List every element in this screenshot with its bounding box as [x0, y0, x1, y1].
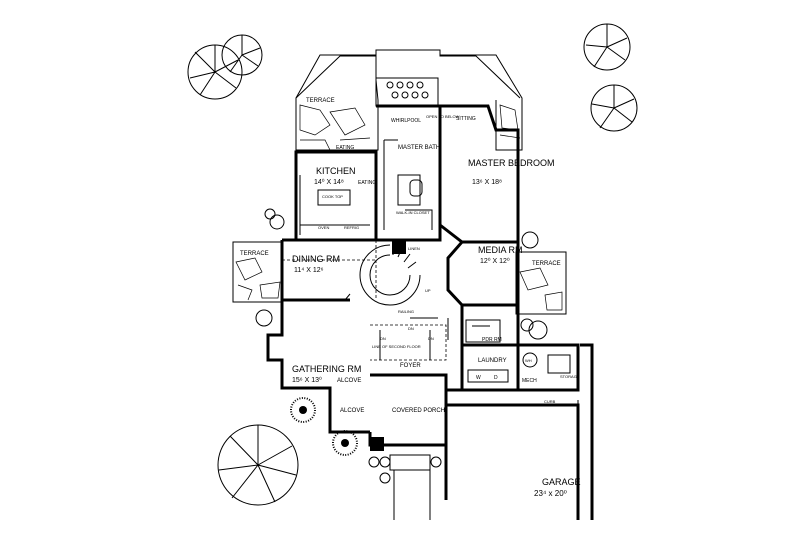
label-eating-side: EATING: [358, 180, 376, 186]
label-pdr: PDR RM: [482, 337, 502, 343]
shrubs-right: [520, 231, 548, 340]
label-dn-1: DN: [408, 326, 414, 331]
label-terrace-right: TERRACE: [532, 261, 561, 267]
label-gathering: GATHERING RM: [292, 364, 361, 374]
label-eating: EATING: [336, 145, 354, 151]
label-kitchen-size: 14⁰ X 14⁸: [314, 178, 344, 186]
label-alcove: ALCOVE: [340, 408, 364, 414]
room-labels: TERRACE WHIRLPOOL OPEN TO BELOW SITTING …: [240, 98, 581, 498]
label-wh: WH: [525, 358, 532, 363]
label-alcove-side: ALCOVE: [337, 378, 361, 384]
shrubs-left: [255, 208, 285, 327]
label-dining-size: 11⁴ X 12⁶: [294, 267, 324, 274]
interior-details: [282, 110, 579, 520]
label-dn-3: DN: [428, 336, 434, 341]
top-terrace-outline: [295, 49, 521, 99]
label-cook-top: COOK TOP: [322, 194, 343, 199]
label-oven: OVEN: [318, 225, 329, 230]
tree-bottom-left: [217, 424, 299, 506]
label-dining: DINING RM: [292, 254, 340, 264]
terrace-right-stone: [515, 251, 567, 315]
label-dryer: D: [494, 375, 498, 381]
label-sitting: SITTING: [456, 116, 476, 122]
label-kitchen: KITCHEN: [316, 166, 356, 176]
label-refrig: REFRIG: [344, 225, 359, 230]
label-walk-in-closet: WALK-IN CLOSET: [396, 210, 430, 215]
label-railing: RAILING: [398, 309, 414, 314]
label-garage-size: 23⁴ x 20⁰: [534, 489, 567, 498]
label-media-size: 12⁰ X 12⁰: [480, 257, 510, 265]
shrub-dark-1: [290, 397, 316, 423]
tree-right: [590, 84, 638, 132]
tree-top-left: [187, 44, 243, 100]
label-master-bedroom: MASTER BEDROOM: [468, 158, 555, 168]
label-terrace-left: TERRACE: [240, 251, 269, 257]
label-gathering-size: 15⁶ X 13⁰: [292, 376, 322, 384]
shrub-dark-2: [332, 430, 358, 456]
label-cl: CL: [373, 372, 379, 377]
label-garage: GARAGE: [542, 477, 581, 487]
label-laundry: LAUNDRY: [478, 358, 507, 364]
label-linen: LINEN: [408, 246, 420, 251]
label-line-second-floor: LINE OF SECOND FLOOR: [372, 344, 421, 349]
label-terrace-top: TERRACE: [306, 98, 335, 104]
tree-top-right: [583, 23, 631, 71]
label-mech: MECH: [522, 378, 537, 384]
label-covered-porch: COVERED PORCH: [392, 408, 445, 414]
label-up: UP: [425, 288, 431, 293]
label-foyer: FOYER: [400, 363, 421, 369]
label-washer: W: [476, 375, 481, 381]
label-master-bath: MASTER BATH: [398, 145, 440, 151]
planter-dots: [375, 77, 439, 107]
tree-top-left-2: [221, 34, 263, 76]
label-open-to-below: OPEN TO BELOW: [426, 114, 460, 119]
label-dn-2: DN: [380, 336, 386, 341]
label-curb: CURB: [544, 399, 556, 404]
label-master-bedroom-size: 13⁶ X 18⁸: [472, 179, 502, 186]
label-storage: STORAGE: [560, 374, 580, 379]
label-whirlpool: WHIRLPOOL: [391, 118, 421, 124]
label-media: MEDIA RM: [478, 245, 523, 255]
